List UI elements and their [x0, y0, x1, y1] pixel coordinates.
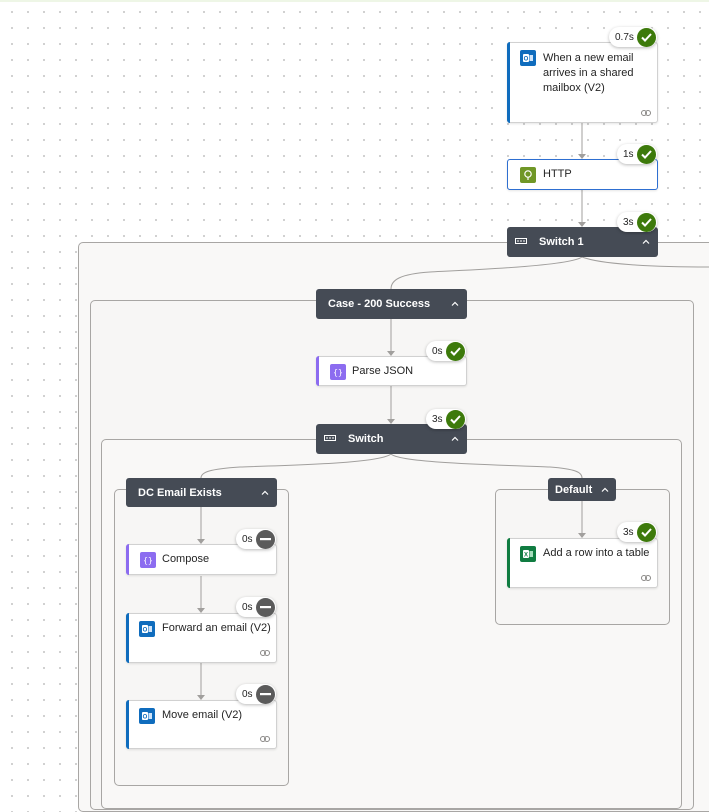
run-duration: 0s	[242, 533, 253, 545]
chevron-up-icon[interactable]	[600, 485, 610, 495]
parse-json-label: Parse JSON	[352, 365, 414, 377]
switch1-header[interactable]: Switch 1	[507, 227, 658, 257]
switch1-status-badge: 3s	[617, 212, 657, 232]
trigger-label: When a new email arrives in a shared mai…	[543, 52, 634, 94]
move-email-label: Move email (V2)	[162, 709, 243, 721]
data-operation-icon: {}	[330, 364, 346, 380]
parse-json-card[interactable]: {} Parse JSON	[316, 356, 467, 386]
add-row-card[interactable]: X Add a row into a table	[507, 538, 658, 588]
skipped-minus-icon	[255, 529, 275, 549]
parse-json-status-badge: 0s	[426, 341, 466, 361]
run-duration: 1s	[623, 148, 634, 160]
case-200-label: Case - 200 Success	[328, 298, 431, 310]
run-duration: 0.7s	[615, 31, 634, 43]
skipped-minus-icon	[255, 684, 275, 704]
switch-label: Switch	[348, 433, 384, 445]
compose-card[interactable]: {} Compose	[126, 544, 277, 575]
skipped-minus-icon	[255, 597, 275, 617]
success-check-icon	[636, 27, 656, 47]
dc-email-exists-header[interactable]: DC Email Exists	[126, 478, 277, 507]
switch-header[interactable]: Switch	[316, 424, 467, 454]
add-row-status-badge: 3s	[617, 522, 657, 542]
canvas-top-edge	[0, 0, 709, 2]
data-operation-icon: {}	[140, 552, 156, 568]
success-check-icon	[445, 341, 465, 361]
run-duration: 3s	[623, 216, 634, 228]
forward-email-status-badge: 0s	[236, 597, 276, 617]
trigger-card[interactable]: O When a new email arrives in a shared m…	[507, 42, 658, 123]
outlook-icon: O	[139, 708, 155, 724]
compose-status-badge: 0s	[236, 529, 276, 549]
run-duration: 0s	[432, 345, 443, 357]
link-icon	[641, 572, 651, 584]
case-200-header[interactable]: Case - 200 Success	[316, 289, 467, 319]
forward-email-card[interactable]: O Forward an email (V2)	[126, 613, 277, 663]
default-header[interactable]: Default	[548, 478, 616, 501]
outlook-icon: O	[520, 50, 536, 66]
svg-text:O: O	[143, 715, 148, 721]
default-label: Default	[555, 483, 593, 496]
trigger-status-badge: 0.7s	[609, 27, 657, 47]
run-duration: 0s	[242, 601, 253, 613]
link-icon	[260, 733, 270, 745]
move-email-status-badge: 0s	[236, 684, 276, 704]
svg-text:{}: {}	[333, 368, 343, 377]
success-check-icon	[636, 522, 656, 542]
add-row-label: Add a row into a table	[543, 547, 650, 559]
svg-text:O: O	[524, 57, 529, 63]
chevron-up-icon[interactable]	[450, 299, 460, 309]
switch-icon	[515, 236, 527, 248]
http-status-badge: 1s	[617, 144, 657, 164]
http-card[interactable]: HTTP	[507, 159, 658, 190]
excel-icon: X	[520, 546, 536, 562]
outlook-icon: O	[139, 621, 155, 637]
link-icon	[260, 647, 270, 659]
chevron-up-icon[interactable]	[641, 237, 651, 247]
run-duration: 0s	[242, 688, 253, 700]
switch-status-badge: 3s	[426, 409, 466, 429]
forward-email-label: Forward an email (V2)	[162, 622, 271, 634]
success-check-icon	[445, 409, 465, 429]
run-duration: 3s	[432, 413, 443, 425]
http-globe-icon	[520, 167, 536, 183]
chevron-up-icon[interactable]	[450, 434, 460, 444]
switch-icon	[324, 433, 336, 445]
switch1-label: Switch 1	[539, 236, 584, 248]
http-label: HTTP	[543, 168, 572, 180]
svg-text:O: O	[143, 628, 148, 634]
chevron-up-icon[interactable]	[260, 488, 270, 498]
svg-text:X: X	[524, 553, 528, 559]
success-check-icon	[636, 144, 656, 164]
move-email-card[interactable]: O Move email (V2)	[126, 700, 277, 749]
svg-text:{}: {}	[143, 556, 153, 565]
link-icon	[641, 107, 651, 119]
compose-label: Compose	[162, 553, 210, 565]
flow-connectors	[197, 123, 709, 700]
success-check-icon	[636, 212, 656, 232]
run-duration: 3s	[623, 526, 634, 538]
dc-email-exists-label: DC Email Exists	[138, 486, 222, 499]
